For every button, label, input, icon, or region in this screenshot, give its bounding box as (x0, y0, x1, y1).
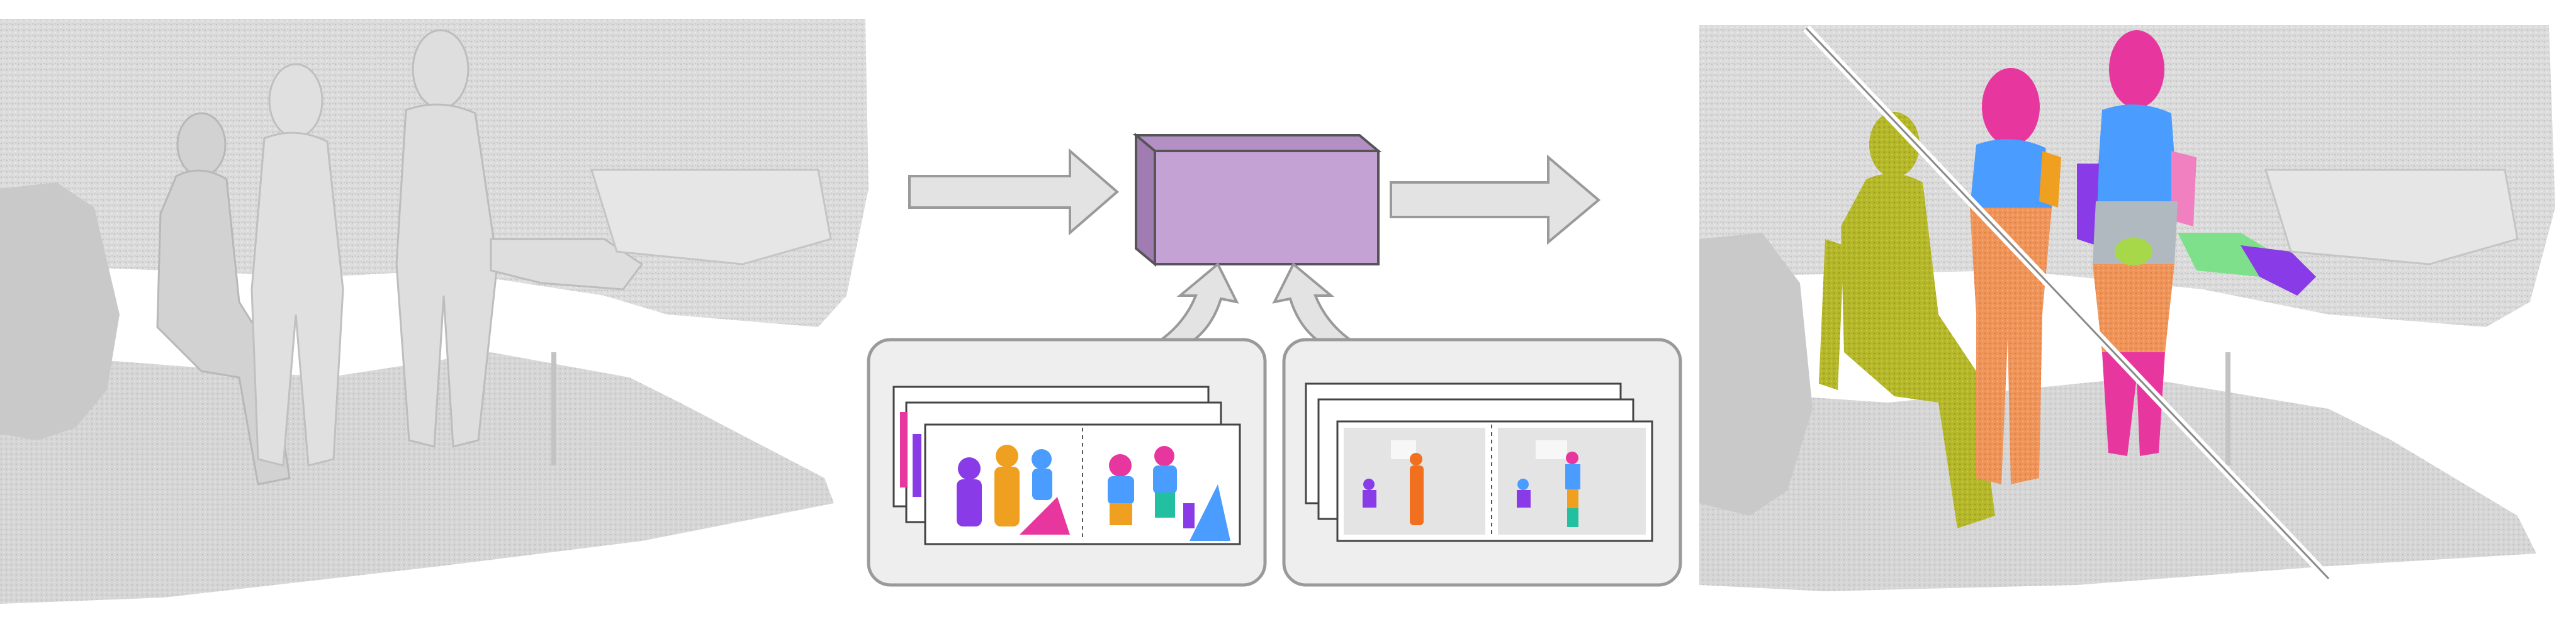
arrow-input-to-model (908, 148, 1120, 236)
segmentation-model-box (1132, 132, 1382, 267)
standing-person-instance-1 (1970, 68, 2061, 484)
input-point-cloud-panel (0, 19, 869, 604)
synthetic-training-data-panel (867, 338, 1267, 587)
synthetic-frame-stack (892, 386, 1241, 545)
real-training-data-panel (1282, 338, 1682, 587)
output-segmentation-panel (1699, 25, 2555, 591)
standing-person-gray-2 (395, 29, 644, 448)
standing-person-instance-2 (2077, 30, 2316, 456)
standing-person-gray-1 (250, 63, 344, 467)
real-frame-stack (1305, 382, 1653, 542)
arrow-model-to-output (1390, 154, 1601, 245)
